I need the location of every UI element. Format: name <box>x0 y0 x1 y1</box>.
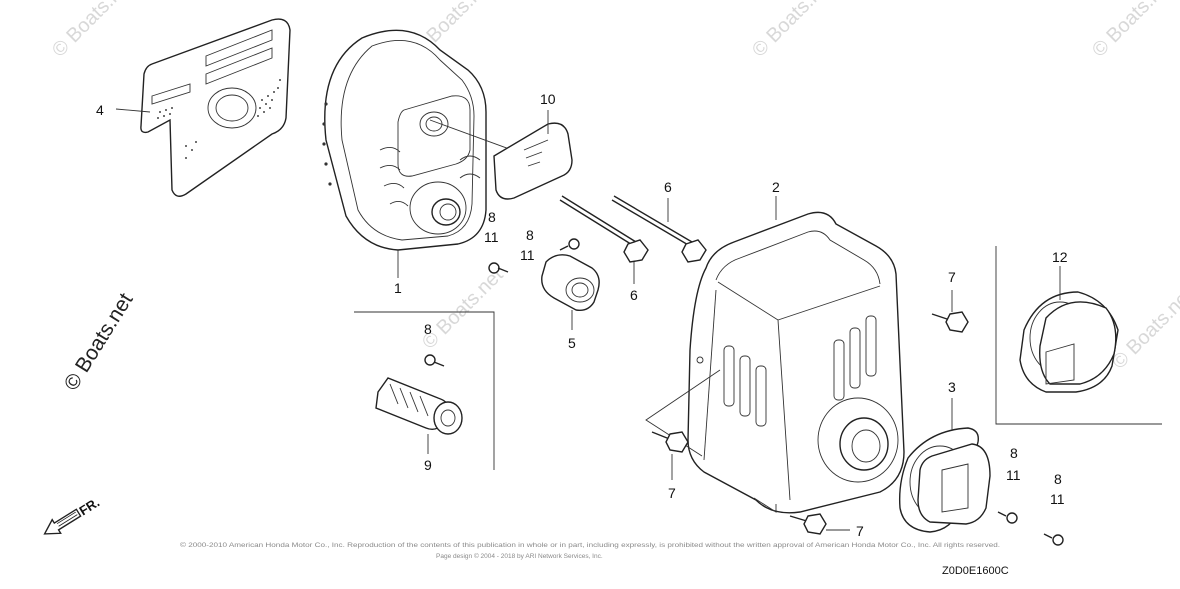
screw-a-drawing <box>488 262 509 274</box>
watermark-corner-1: © Boats.net <box>48 0 138 62</box>
muffler-drawing <box>322 29 487 251</box>
diagram-code: Z0D0E1600C <box>942 565 1009 577</box>
part-label-11-c: 11 <box>1006 467 1021 483</box>
part-label-8-a: 8 <box>488 209 496 225</box>
watermark-main: © Boats.net <box>60 289 138 395</box>
screw-e-drawing <box>1043 533 1064 546</box>
inset-box-option <box>995 246 1162 425</box>
screw-d-drawing <box>997 511 1018 524</box>
deflector-drawing <box>898 427 991 533</box>
leader-10-a <box>429 119 513 151</box>
flange-bolt-2-drawing <box>651 431 689 453</box>
flange-bolt-3-drawing <box>789 513 827 535</box>
inset-box-spark-arrester <box>354 311 495 470</box>
watermark-center-1: © Boats.net <box>418 264 508 354</box>
watermark-corner-4: © Boats.net <box>1088 0 1178 62</box>
part-label-11-a: 11 <box>484 229 499 245</box>
part-label-6-top: 6 <box>664 179 672 195</box>
part-label-8-b: 8 <box>526 227 534 243</box>
part-label-1: 1 <box>394 280 402 296</box>
muffler-protector-drawing <box>687 211 905 514</box>
deflector-option-drawing <box>1019 291 1119 393</box>
watermark-center-3: © Boats.net <box>1108 284 1180 374</box>
part-label-3: 3 <box>948 379 956 395</box>
spark-arrester-drawing <box>375 377 463 435</box>
copyright-line-2: Page design © 2004 - 2018 by ARI Network… <box>436 552 603 560</box>
part-label-7-top: 7 <box>948 269 956 285</box>
part-label-11-b: 11 <box>520 247 535 263</box>
front-direction-arrow: FR. <box>43 495 102 535</box>
part-label-2: 2 <box>772 179 780 195</box>
part-label-12: 12 <box>1052 249 1068 265</box>
copyright-line-1: © 2000-2010 American Honda Motor Co., In… <box>180 541 1000 549</box>
screw-c-drawing <box>424 354 445 367</box>
leader-4 <box>115 108 151 113</box>
part-label-8-c: 8 <box>424 321 432 337</box>
watermark-corner-3: © Boats.net <box>748 0 838 62</box>
part-label-6-bottom: 6 <box>630 287 638 303</box>
label-plate-drawing <box>493 122 573 200</box>
part-label-11-d: 11 <box>1050 491 1065 507</box>
flange-bolt-1-drawing <box>931 311 969 333</box>
part-label-10: 10 <box>540 91 556 107</box>
screw-b-drawing <box>559 238 580 251</box>
stud-bolt-2-drawing <box>611 195 707 263</box>
part-label-9: 9 <box>424 457 432 473</box>
part-label-8-d: 8 <box>1010 445 1018 461</box>
part-label-8-e: 8 <box>1054 471 1062 487</box>
part-label-4: 4 <box>96 102 104 118</box>
stud-bolt-1-drawing <box>559 195 649 263</box>
spark-arrester-cap-drawing <box>541 254 600 312</box>
part-label-7-bottom: 7 <box>856 523 864 539</box>
part-label-7-left: 7 <box>668 485 676 501</box>
part-label-5: 5 <box>568 335 576 351</box>
heat-shield-drawing <box>140 18 291 197</box>
